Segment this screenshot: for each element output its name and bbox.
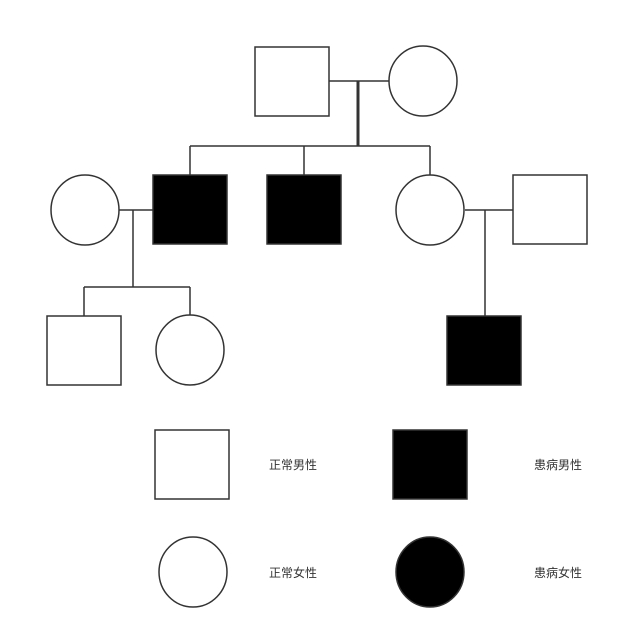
- legend-affected-male-label: 患病男性: [534, 458, 583, 472]
- legend-affected-female-symbol: [395, 536, 465, 608]
- gen1-father-normal-male: [254, 46, 330, 117]
- gen2-spouse-normal-male: [512, 174, 588, 245]
- legend-normal-female-label: 正常女性: [269, 566, 318, 580]
- gen2-spouse-normal-female: [50, 174, 120, 246]
- gen2-son1-affected-male: [152, 174, 228, 245]
- gen1-mother-normal-female: [388, 45, 458, 117]
- legend-normal-female-symbol: [158, 536, 228, 608]
- legend-normal-male-label: 正常男性: [269, 458, 318, 472]
- gen3-son-normal-male: [46, 315, 122, 386]
- gen3-daughter-normal-female: [155, 314, 225, 386]
- gen2-daughter-normal-female: [395, 174, 465, 246]
- gen2-son2-affected-male: [266, 174, 342, 245]
- legend-affected-male-symbol: [392, 429, 468, 500]
- gen3-son-affected-male: [446, 315, 522, 386]
- legend-affected-female-label: 患病女性: [534, 566, 583, 580]
- legend-normal-male-symbol: [154, 429, 230, 500]
